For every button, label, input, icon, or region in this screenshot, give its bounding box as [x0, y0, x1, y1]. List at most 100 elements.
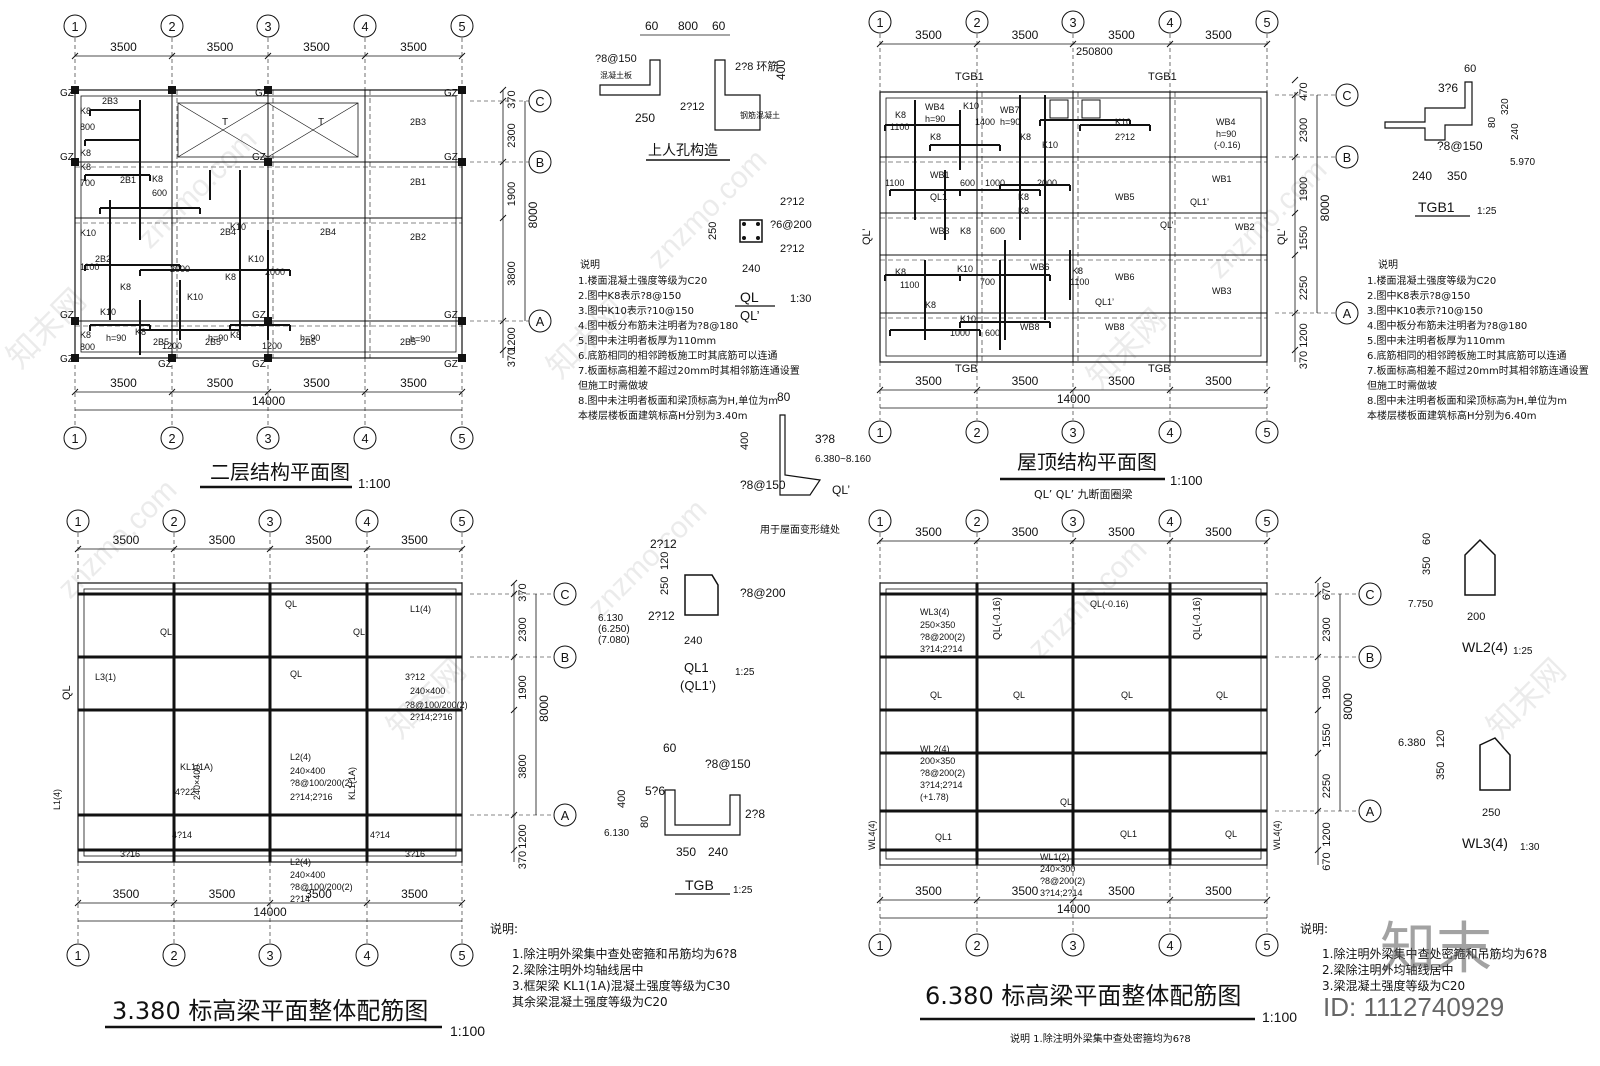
rebar-tag: K8	[1018, 206, 1029, 216]
dim-text: 80	[639, 816, 651, 828]
beam-tag: 240×400	[290, 870, 325, 880]
rebar-tag: K10	[248, 254, 264, 264]
watermark-layer: znzmo.com znzmo.com znzmo.com znzmo.com …	[0, 123, 1573, 745]
axis-bubble-top	[868, 10, 892, 34]
watermark: 知末网	[379, 652, 472, 745]
column-tag: GZ	[252, 152, 266, 163]
elev-tag: 6.130	[604, 828, 629, 839]
column	[71, 317, 79, 325]
dim-tick	[74, 545, 82, 553]
rebar-tag: 2B5	[300, 337, 316, 347]
dim-text-top: 3500	[209, 533, 236, 547]
axis-bubble-bottom-label: 1	[876, 939, 883, 953]
rebar-tag: 600	[960, 178, 975, 188]
axis-bubble-top	[355, 509, 379, 533]
axis-bubble-top	[450, 14, 474, 38]
axis-bubble-top	[1061, 10, 1085, 34]
dim-tick	[1291, 251, 1299, 259]
axis-bubble-row-label: B	[536, 156, 544, 170]
notes-2f: 说明 1.楼面混凝土强度等级为C202.图中K8表示?8@1503.图中K10表…	[578, 258, 800, 422]
column	[71, 86, 79, 94]
dim-total-side: 8000	[1318, 194, 1332, 221]
rebar-tag: h=90	[925, 114, 945, 124]
column	[168, 354, 176, 362]
stair-label: T	[318, 117, 324, 128]
dim-text: 60	[1421, 533, 1433, 545]
brand-logo: 知末	[1380, 917, 1492, 982]
dim-text-side: 1550	[1321, 723, 1333, 747]
rebar-tag: WB4	[925, 102, 945, 112]
dim-text-top: 3500	[1108, 28, 1135, 42]
rebar-tag: K8	[925, 300, 936, 310]
rebar-tag: K10	[100, 307, 116, 317]
dim-tick	[499, 86, 507, 94]
tgb1-tag: TGB1	[955, 71, 984, 83]
dim-total: 14000	[252, 394, 286, 408]
dim-tick	[458, 899, 466, 907]
axis-bubble-bottom	[965, 933, 989, 957]
elev-tag: 6.130	[598, 613, 623, 624]
axis-bubble-bottom-label: 3	[1069, 939, 1076, 953]
axis-bubble-bottom	[1061, 933, 1085, 957]
rebar-tag: 600	[985, 328, 1000, 338]
dim-text: 60	[663, 741, 677, 755]
axis-bubble-bottom-label: 4	[363, 949, 370, 963]
scale-label: 1:25	[735, 667, 755, 678]
column-tag: GZ	[60, 88, 74, 99]
axis-bubble-bottom-label: 2	[170, 949, 177, 963]
dim-total-side: 8000	[1341, 693, 1355, 720]
watermark: znzmo.com	[1022, 533, 1154, 665]
tgb1-tag: TGB1	[1148, 71, 1177, 83]
dim-text-side: 1200	[517, 824, 529, 848]
beam-tag: 2?14	[290, 894, 310, 904]
rebar-tag: 1100	[890, 122, 909, 132]
axis-bubble-row-label: C	[1342, 89, 1351, 103]
beam-tag: WL4(4)	[1272, 820, 1282, 850]
rebar-tag: QL1	[930, 192, 947, 202]
detail-title: QL	[740, 289, 759, 305]
dim-text: 350	[1447, 169, 1467, 183]
section	[664, 789, 741, 836]
axis-bubble-row	[1358, 582, 1382, 606]
dim-tick	[170, 545, 178, 553]
axis-bubble-row-label: A	[1366, 805, 1375, 819]
rebar-tag: ?6@200	[770, 219, 812, 231]
scale-label: 1:25	[1513, 646, 1533, 657]
dim-text: 400	[739, 432, 751, 450]
dim-tick	[1314, 653, 1322, 661]
dim-tick	[1166, 537, 1174, 545]
rebar-tag: WB4	[1216, 117, 1236, 127]
beam-tag: 240×400	[410, 686, 445, 696]
axis-bubble-bottom	[1158, 933, 1182, 957]
axis-bubble-row-label: C	[1365, 588, 1374, 602]
scale-label: 1:25	[1477, 206, 1497, 217]
dim-text-top: 3500	[303, 40, 330, 54]
dim-text-bottom: 3500	[915, 884, 942, 898]
beam-tag: QL	[1225, 829, 1237, 839]
axis-bubble-bottom-label: 1	[876, 426, 883, 440]
dim-tick	[1291, 153, 1299, 161]
axis-bubble-row	[1358, 645, 1382, 669]
brand-block: 知末 ID: 1112740929	[1323, 917, 1504, 1022]
note-item: 7.板面标高相差不超过20mm时其相邻筋连通设置	[1367, 364, 1589, 377]
dim-text-side: 1550	[1298, 226, 1310, 250]
notes-heading: 说明:	[490, 921, 518, 936]
axis-bubble-top-label: 3	[1069, 16, 1076, 30]
note-item: 7.板面标高相差不超过20mm时其相邻筋连通设置	[578, 364, 800, 377]
notes-heading: 说明	[580, 258, 600, 271]
axis-bubble-bottom-label: 5	[458, 432, 465, 446]
beam-tag: QL(-0.16)	[1192, 597, 1203, 640]
note-item: 1.除注明外梁集中查处密箍和吊筋均为6?8	[512, 946, 737, 961]
axis-bubble-top	[162, 509, 186, 533]
rebar-tag: 3?8	[815, 432, 835, 446]
dim-tick	[71, 52, 79, 60]
axis-bubble-bottom	[162, 943, 186, 967]
axis-bubble-top	[1061, 509, 1085, 533]
dim-text: 60	[1464, 63, 1476, 75]
axis-bubble-bottom	[258, 943, 282, 967]
axis-bubble-row-label: B	[1343, 151, 1351, 165]
column-tag: GZ	[158, 359, 172, 370]
rebar-tag: 2?12	[650, 537, 677, 551]
dim-text: 240	[1510, 123, 1521, 140]
